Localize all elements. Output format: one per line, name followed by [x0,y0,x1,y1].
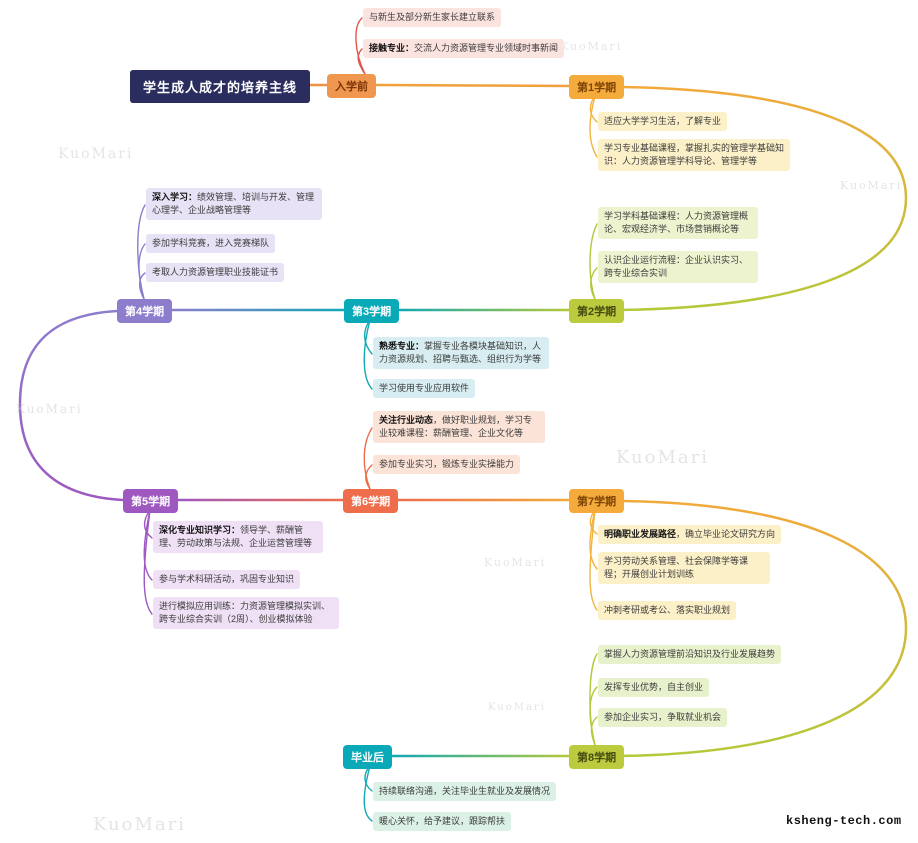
leaf-text: 认识企业运行流程：企业认识实习、跨专业综合实训 [604,255,749,279]
stub-s4-2 [138,243,146,300]
leaf-post-1[interactable]: 持续联络沟通，关注毕业生就业及发展情况 [373,782,557,802]
node-semester-4[interactable]: 第4学期 [117,299,173,323]
leaf-text: ，确立毕业论文研究方向 [676,529,776,539]
node-pre-enrollment[interactable]: 入学前 [327,74,376,98]
leaf-text: 适应大学学习生活，了解专业 [604,116,722,126]
leaf-text: 学习使用专业应用软件 [379,383,470,393]
edge-pre-s1 [373,83,572,88]
watermark-fragment: KuoMari [560,40,623,53]
node-semester-3[interactable]: 第3学期 [344,299,400,323]
stub-s8-3 [590,716,598,746]
leaf-s8-1[interactable]: 掌握人力资源管理前沿知识及行业发展趋势 [598,645,782,665]
leaf-s4-1[interactable]: 深入学习：绩效管理、培训与开发、管理心理学、企业战略管理等 [146,188,322,221]
leaf-prefix: 深入学习： [152,192,198,202]
leaf-s7-1[interactable]: 明确职业发展路径，确立毕业论文研究方向 [598,525,782,545]
leaf-text: 交流人力资源管理专业领域时事新闻 [414,43,559,53]
leaf-s7-2[interactable]: 学习劳动关系管理、社会保障学等课程；开展创业计划训练 [598,552,770,585]
leaf-text: 掌握人力资源管理前沿知识及行业发展趋势 [604,649,776,659]
leaf-prefix: 接触专业： [369,43,415,53]
leaf-pre-2[interactable]: 接触专业：交流人力资源管理专业领域时事新闻 [363,39,565,59]
leaf-text: 发挥专业优势，自主创业 [604,682,704,692]
leaf-s4-2[interactable]: 参加学科竞赛，进入竞赛梯队 [146,234,276,254]
leaf-s6-2[interactable]: 参加专业实习，锻炼专业实操能力 [373,455,521,475]
leaf-s5-1[interactable]: 深化专业知识学习：领导学、薪酬管理、劳动政策与法规、企业运营管理等 [153,521,323,554]
stub-post-2 [363,765,373,822]
leaf-text: 持续联络沟通，关注毕业生就业及发展情况 [379,786,551,796]
watermark-fragment: KuoMari [16,402,83,416]
leaf-text: 参与学术科研活动，巩固专业知识 [159,574,295,584]
leaf-s5-3[interactable]: 进行模拟应用训练：力资源管理模拟实训、跨专业综合实训（2周）、创业模拟体验 [153,597,339,630]
leaf-s7-3[interactable]: 冲刺考研或考公、落实职业规划 [598,601,737,621]
leaf-text: ，做好职业规划，学习专业较难课程：薪酬管理、企业文化等 [379,415,533,439]
leaf-prefix: 关注行业动态 [379,415,434,425]
watermark-fragment: KuoMari [58,146,134,162]
leaf-text: 与新生及部分新生家长建立联系 [369,12,496,22]
node-semester-2[interactable]: 第2学期 [569,299,625,323]
leaf-prefix: 明确职业发展路径 [604,529,677,539]
leaf-prefix: 熟悉专业： [379,341,425,351]
leaf-text: 学习学科基础课程：人力资源管理概论、宏观经济学、市场营销概论等 [604,211,749,235]
site-watermark: ksheng-tech.com [786,814,902,828]
stub-s1-2 [589,95,598,158]
watermark-fragment: KuoMari [484,556,547,569]
stub-s6-2 [365,464,373,490]
central-topic[interactable]: 学生成人成才的培养主线 [130,70,310,103]
leaf-s3-2[interactable]: 学习使用专业应用软件 [373,379,476,399]
leaf-s2-2[interactable]: 认识企业运行流程：企业认识实习、跨专业综合实训 [598,251,758,284]
stub-s5-2 [143,509,153,581]
stub-s2-1 [589,223,598,300]
stub-s6-1 [363,427,373,490]
watermark-fragment: KuoMari [93,814,187,835]
edge-s7-s8 [620,499,908,758]
stub-pre-2 [357,48,366,75]
leaf-text: 冲刺考研或考公、落实职业规划 [604,605,731,615]
node-semester-1[interactable]: 第1学期 [569,75,625,99]
node-semester-7[interactable]: 第7学期 [569,489,625,513]
leaf-text: 绩效管理、培训与开发、管理心理学、企业战略管理等 [152,192,315,216]
leaf-s8-2[interactable]: 发挥专业优势，自主创业 [598,678,710,698]
leaf-s1-1[interactable]: 适应大学学习生活，了解专业 [598,112,728,132]
leaf-prefix: 深化专业知识学习： [159,525,241,535]
leaf-text: 参加专业实习，锻炼专业实操能力 [379,459,515,469]
leaf-s4-3[interactable]: 考取人力资源管理职业技能证书 [146,263,285,283]
stub-s7-3 [589,509,598,611]
leaf-text: 领导学、薪酬管理、劳动政策与法规、企业运营管理等 [159,525,313,549]
node-semester-5[interactable]: 第5学期 [123,489,179,513]
leaf-text: 学习专业基础课程，掌握扎实的管理学基础知识：人力资源管理学科导论、管理学等 [604,143,785,167]
leaf-text: 暖心关怀，给予建议，跟踪帮扶 [379,816,506,826]
leaf-s2-1[interactable]: 学习学科基础课程：人力资源管理概论、宏观经济学、市场营销概论等 [598,207,758,240]
leaf-text: 参加企业实习，争取就业机会 [604,712,722,722]
edge-s4-s5 [18,309,125,502]
leaf-s3-1[interactable]: 熟悉专业：掌握专业各模块基础知识，人力资源规划、招聘与甄选、组织行为学等 [373,337,549,370]
leaf-text: 进行模拟应用训练：力资源管理模拟实训、跨专业综合实训（2周）、创业模拟体验 [159,601,331,625]
watermark-fragment: KuoMari [488,702,546,713]
stub-s5-3 [143,509,153,615]
watermark-fragment: KuoMari [840,179,903,192]
leaf-text: 考取人力资源管理职业技能证书 [152,267,279,277]
leaf-s5-2[interactable]: 参与学术科研活动，巩固专业知识 [153,570,301,590]
node-semester-6[interactable]: 第6学期 [343,489,399,513]
edge-s1-s2 [620,85,908,312]
leaf-text: 学习劳动关系管理、社会保障学等课程；开展创业计划训练 [604,556,749,580]
stub-s7-2 [589,509,598,570]
leaf-s8-3[interactable]: 参加企业实习，争取就业机会 [598,708,728,728]
leaf-text: 参加学科竞赛，进入竞赛梯队 [152,238,270,248]
leaf-s6-1[interactable]: 关注行业动态，做好职业规划，学习专业较难课程：薪酬管理、企业文化等 [373,411,545,444]
node-semester-8[interactable]: 第8学期 [569,745,625,769]
leaf-post-2[interactable]: 暖心关怀，给予建议，跟踪帮扶 [373,812,512,832]
stub-s3-2 [363,319,373,390]
stub-s2-2 [590,267,598,300]
stub-pre-1 [355,17,366,75]
watermark-fragment: KuoMari [616,447,710,468]
leaf-pre-1[interactable]: 与新生及部分新生家长建立联系 [363,8,502,28]
leaf-text: 掌握专业各模块基础知识，人力资源规划、招聘与甄选、组织行为学等 [379,341,542,365]
leaf-s1-2[interactable]: 学习专业基础课程，掌握扎实的管理学基础知识：人力资源管理学科导论、管理学等 [598,139,790,172]
node-post-graduation[interactable]: 毕业后 [343,745,392,769]
stub-s4-3 [138,272,146,300]
